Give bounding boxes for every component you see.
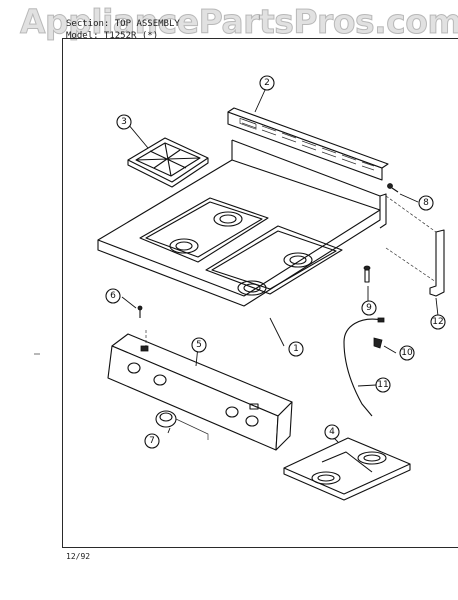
part-screw-9 bbox=[363, 265, 371, 283]
callout-8: 8 bbox=[418, 195, 434, 211]
svg-text:2: 2 bbox=[264, 78, 270, 88]
callout-10: 10 bbox=[399, 345, 415, 361]
callout-12: 12 bbox=[430, 314, 446, 330]
svg-text:1: 1 bbox=[293, 344, 299, 354]
svg-text:4: 4 bbox=[329, 427, 335, 437]
diagram-frame bbox=[62, 38, 458, 548]
callout-5: 5 bbox=[191, 337, 207, 353]
callout-11: 11 bbox=[375, 377, 391, 393]
callout-2: 2 bbox=[259, 75, 275, 91]
model-number: Model: T1252R (*) bbox=[66, 31, 159, 41]
part-control-panel bbox=[107, 333, 293, 451]
part-side-bracket bbox=[429, 229, 445, 297]
leader-lines bbox=[121, 89, 439, 443]
svg-text:11: 11 bbox=[377, 380, 388, 390]
section-title: Section: TOP ASSEMBLY bbox=[66, 19, 180, 29]
svg-text:6: 6 bbox=[110, 291, 116, 301]
callout-7: 7 bbox=[144, 433, 160, 449]
callout-6: 6 bbox=[105, 288, 121, 304]
svg-text:5: 5 bbox=[196, 340, 202, 350]
svg-text:3: 3 bbox=[121, 117, 127, 127]
part-screw-6 bbox=[137, 305, 143, 318]
watermark: AppliancePartsPros.com bbox=[20, 2, 458, 42]
part-drip-pan bbox=[283, 437, 411, 501]
part-burner-grate bbox=[127, 137, 209, 188]
part-igniter-wire bbox=[343, 317, 385, 417]
part-vent-trim bbox=[227, 107, 389, 181]
callout-4: 4 bbox=[324, 424, 340, 440]
revision-date: 12/92 bbox=[66, 552, 91, 561]
svg-text:7: 7 bbox=[149, 436, 155, 446]
part-control-knob bbox=[155, 410, 209, 440]
callout-1: 1 bbox=[288, 341, 304, 357]
part-screw-8 bbox=[387, 183, 399, 193]
part-clip-10 bbox=[373, 337, 383, 349]
callout-3: 3 bbox=[116, 114, 132, 130]
svg-text:9: 9 bbox=[366, 303, 372, 313]
svg-text:12: 12 bbox=[432, 317, 443, 327]
svg-text:8: 8 bbox=[423, 198, 429, 208]
callout-9: 9 bbox=[361, 300, 377, 316]
part-main-cooktop bbox=[97, 139, 387, 307]
svg-text:10: 10 bbox=[401, 348, 413, 358]
